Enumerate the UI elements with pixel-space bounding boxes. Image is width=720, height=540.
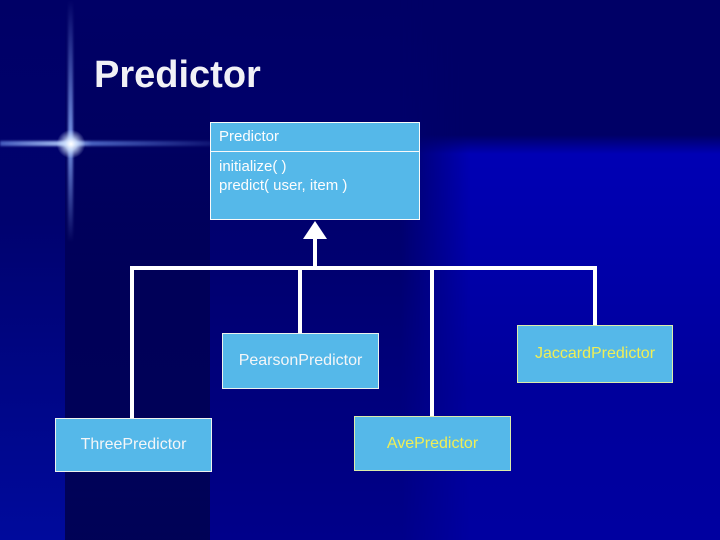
subclass-box-jaccardpredictor: JaccardPredictor bbox=[517, 325, 673, 383]
method-predict: predict( user, item ) bbox=[219, 177, 348, 194]
flare-horizontal-beam-icon bbox=[0, 141, 242, 146]
inheritance-arrow-shaft bbox=[313, 238, 317, 268]
flare-vertical-beam-icon bbox=[68, 0, 73, 242]
connector-stub-jaccardpredictor bbox=[593, 266, 597, 325]
slide-title: Predictor bbox=[94, 54, 261, 96]
subclass-label: ThreePredictor bbox=[80, 436, 187, 453]
class-box-predictor: Predictor initialize( ) predict( user, i… bbox=[210, 122, 420, 220]
flare-star-icon bbox=[56, 129, 86, 159]
connector-stub-avepredictor bbox=[430, 266, 434, 416]
subclass-box-threepredictor: ThreePredictor bbox=[55, 418, 212, 472]
subclass-label: JaccardPredictor bbox=[534, 345, 656, 362]
method-initialize: initialize( ) bbox=[219, 158, 287, 175]
inheritance-arrow-icon bbox=[303, 221, 327, 239]
connector-horizontal-line bbox=[130, 266, 597, 270]
class-methods: initialize( ) predict( user, item ) bbox=[211, 152, 419, 195]
subclass-label: PearsonPredictor bbox=[238, 352, 363, 369]
connector-stub-threepredictor bbox=[130, 266, 134, 418]
class-name: Predictor bbox=[211, 123, 419, 152]
subclass-label: AvePredictor bbox=[386, 434, 479, 452]
connector-stub-pearsonpredictor bbox=[298, 266, 302, 333]
subclass-box-pearsonpredictor: PearsonPredictor bbox=[222, 333, 379, 389]
subclass-box-avepredictor: AvePredictor bbox=[354, 416, 511, 471]
